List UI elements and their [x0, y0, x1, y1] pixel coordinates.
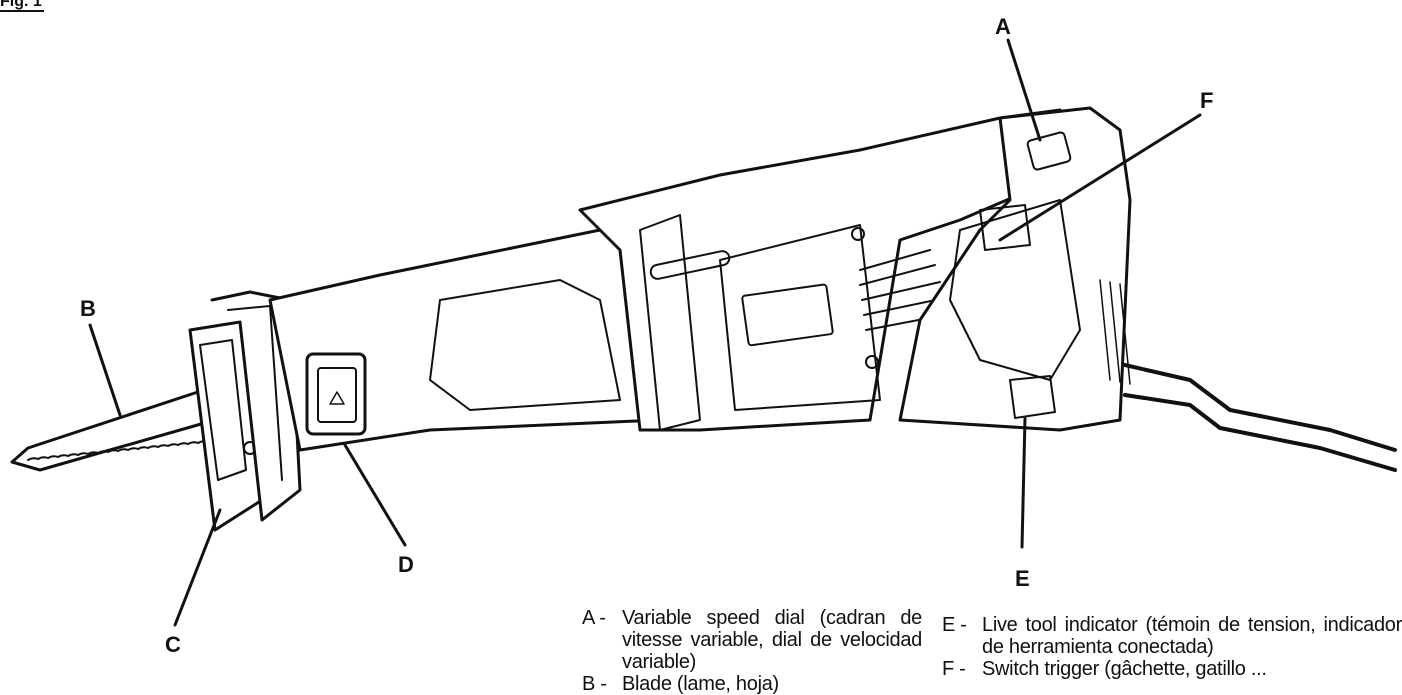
legend-item-a: A - Variable speed dial (cadran de vites…: [582, 607, 922, 673]
legend-key: E -: [942, 614, 967, 636]
rear-handle: [898, 106, 1132, 432]
leader-line-c: [173, 508, 222, 627]
callout-a: A: [995, 14, 1011, 39]
legend-item-b: B - Blade (lame, hoja): [582, 673, 922, 695]
motor-housing: [578, 108, 1082, 432]
legend-text: Live tool indicator (témoin de tension, …: [982, 614, 1402, 658]
legend-right-column: E - Live tool indicator (témoin de tensi…: [942, 614, 1402, 680]
legend-text: Switch trigger (gâchette, gatillo ...: [982, 658, 1267, 680]
legend-item-e: E - Live tool indicator (témoin de tensi…: [942, 614, 1402, 658]
pivot-shoe: [188, 290, 302, 532]
leader-line-e: [1020, 416, 1027, 549]
leader-line-d: [343, 443, 407, 547]
legend-item-f: F - Switch trigger (gâchette, gatillo ..…: [942, 658, 1402, 680]
legend-left-column: A - Variable speed dial (cadran de vites…: [582, 607, 922, 695]
legend-key: A -: [582, 607, 606, 629]
figure-label: Fig. 1: [0, 0, 44, 12]
callout-b: B: [80, 296, 96, 321]
callout-e: E: [1015, 566, 1030, 591]
legend-text: Variable speed dial (cadran de vitesse v…: [622, 607, 922, 673]
callout-c: C: [165, 632, 181, 657]
legend-text: Blade (lame, hoja): [622, 673, 779, 695]
power-cord: [1123, 363, 1397, 472]
leader-line-f: [998, 113, 1202, 242]
saw-blade: [10, 386, 217, 472]
legend-key: F -: [942, 658, 966, 680]
legend-key: B -: [582, 673, 607, 695]
reciprocating-saw-drawing: [10, 38, 1397, 627]
leader-line-a: [1006, 38, 1042, 142]
callout-d: D: [398, 552, 414, 577]
leader-line-b: [88, 323, 122, 417]
callout-f: F: [1200, 88, 1214, 113]
front-grip: [268, 228, 662, 452]
